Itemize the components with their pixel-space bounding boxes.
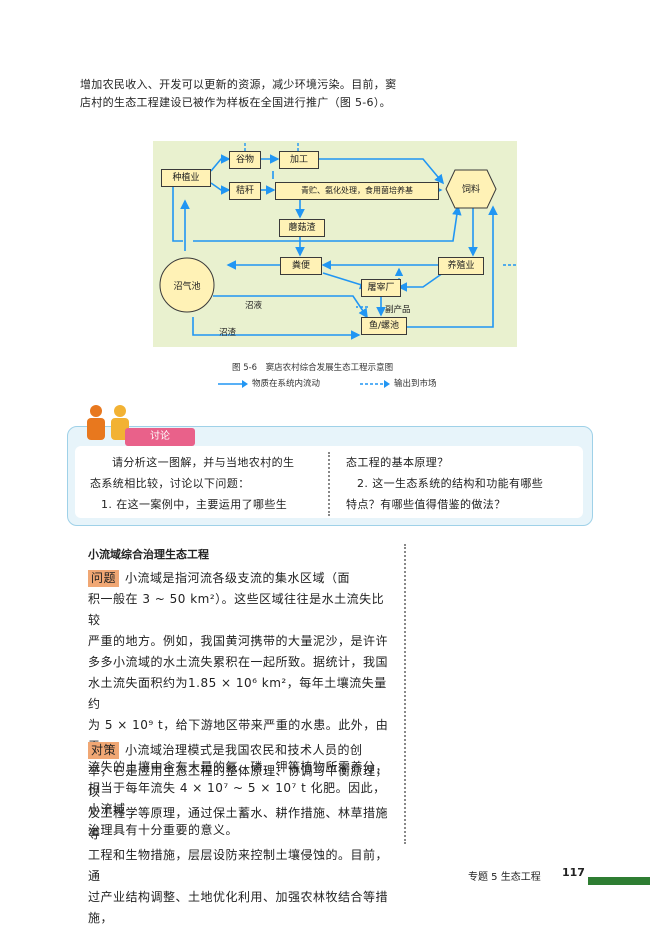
label-biogas-residue: 沼渣	[219, 328, 237, 338]
discussion-line: 特点？有哪些值得借鉴的做法？	[346, 498, 506, 511]
problem-line: 严重的地方。例如，我国黄河携带的大量泥沙，是许许	[88, 634, 389, 648]
problem-line: 治理具有十分重要的意义。	[88, 823, 239, 837]
box-mushroom-residue: 蘑菇渣	[279, 219, 325, 237]
label-byproduct: 副产品	[385, 305, 411, 315]
box-grain: 谷物	[229, 151, 261, 169]
strategy-line: 对策小流域治理模式是我国农民和技术人员的创	[88, 740, 393, 761]
flow-arrows	[172, 141, 517, 340]
discussion-line: 请分析这一图解，并与当地农村的生	[112, 456, 295, 469]
footer-bar	[588, 877, 650, 885]
strategy-line: 及工程学等原理，通过保土蓄水、耕作措施、林草措施等	[88, 806, 389, 841]
discussion-line: 2. 这一生态系统的结构和功能有哪些	[357, 477, 544, 490]
biogas-label: 沼气池	[173, 282, 201, 292]
problem-line: 相当于每年流失 4 × 10⁷ ~ 5 × 10⁷ t 化肥。因此，小流域	[88, 781, 386, 816]
problem-line: 积一般在 3 ~ 50 km²）。这些区域往往是水土流失比较	[88, 592, 385, 627]
discussion-line: 1. 在这一案例中，主要运用了哪些生	[101, 498, 288, 511]
legend-solid-arrow	[218, 380, 248, 388]
students-icon	[87, 405, 129, 440]
feed-label: 饲料	[461, 185, 480, 195]
box-planting: 种植业	[161, 169, 211, 187]
strategy-text: 小流域治理模式是我国农民和技术人员的创	[125, 743, 363, 757]
problem-tag: 问题	[88, 570, 120, 587]
box-fish-pond: 鱼/螺池	[361, 317, 407, 335]
discussion-line: 态工程的基本原理？	[346, 456, 449, 469]
discussion-right: 态工程的基本原理？ 2. 这一生态系统的结构和功能有哪些 特点？有哪些值得借鉴的…	[346, 452, 578, 515]
box-treatment: 青贮、氨化处理，食用菌培养基	[275, 182, 439, 200]
box-manure: 粪便	[280, 257, 322, 275]
page-number: 117	[562, 866, 585, 879]
biogas-pool	[159, 257, 215, 313]
intro-line: 增加农民收入、开发可以更新的资源，减少环境污染。目前，窦	[80, 78, 397, 91]
box-processing: 加工	[279, 151, 319, 169]
box-slaughterhouse: 屠宰厂	[361, 279, 401, 297]
legend-market: 输出到市场	[394, 379, 437, 389]
feed-hexagon	[445, 169, 497, 209]
eco-engineering-diagram: 种植业 谷物 加工 秸秆 青贮、氨化处理，食用菌培养基 蘑菇渣 粪便 养殖业 屠…	[153, 141, 517, 347]
strategy-line: 举，它是应用生态工程的整体原理、协调与平衡原理，以	[88, 764, 389, 799]
problem-text: 小流域是指河流各级支流的集水区域（面	[125, 571, 351, 585]
intro-paragraph: 增加农民收入、开发可以更新的资源，减少环境污染。目前，窦 店村的生态工程建设已被…	[80, 76, 410, 112]
legend-dashed-arrow	[360, 380, 390, 388]
discussion-divider	[328, 452, 330, 516]
legend-internal: 物质在系统内流动	[252, 379, 321, 389]
problem-line: 多多小流域的水土流失累积在一起所致。据统计，我国	[88, 655, 389, 669]
discussion-line: 态系统相比较，讨论以下问题：	[90, 477, 250, 490]
strategy-paragraph: 对策小流域治理模式是我国农民和技术人员的创 举，它是应用生态工程的整体原理、协调…	[88, 740, 393, 929]
box-livestock: 养殖业	[438, 257, 484, 275]
problem-paragraph: 问题小流域是指河流各级支流的集水区域（面 积一般在 3 ~ 50 km²）。这些…	[88, 568, 393, 841]
strategy-tag: 对策	[88, 742, 120, 759]
section-title: 小流域综合治理生态工程	[88, 548, 209, 561]
margin-divider	[404, 544, 406, 844]
discussion-tab: 讨论	[125, 428, 195, 446]
footer-topic: 专题 5 生态工程	[468, 872, 541, 883]
problem-line: 流失的土壤中含有大量的氮、磷、钾等植物所需养分，	[88, 760, 389, 774]
label-biogas-liquid: 沼液	[245, 301, 263, 311]
strategy-line: 过产业结构调整、土地优化利用、加强农林牧结合等措施，	[88, 890, 389, 925]
problem-line: 水土流失面积约为1.85 × 10⁶ km²，每年土壤流失量约	[88, 676, 387, 711]
intro-line: 店村的生态工程建设已被作为样板在全国进行推广（图 5-6）。	[80, 96, 391, 109]
figure-caption: 图 5-6 窦店农村综合发展生态工程示意图	[232, 363, 394, 373]
box-straw: 秸秆	[229, 182, 261, 200]
strategy-line: 工程和生物措施，层层设防来控制土壤侵蚀的。目前，通	[88, 848, 389, 883]
discussion-left: 请分析这一图解，并与当地农村的生 态系统相比较，讨论以下问题： 1. 在这一案例…	[90, 452, 322, 515]
problem-line: 问题小流域是指河流各级支流的集水区域（面	[88, 568, 393, 589]
